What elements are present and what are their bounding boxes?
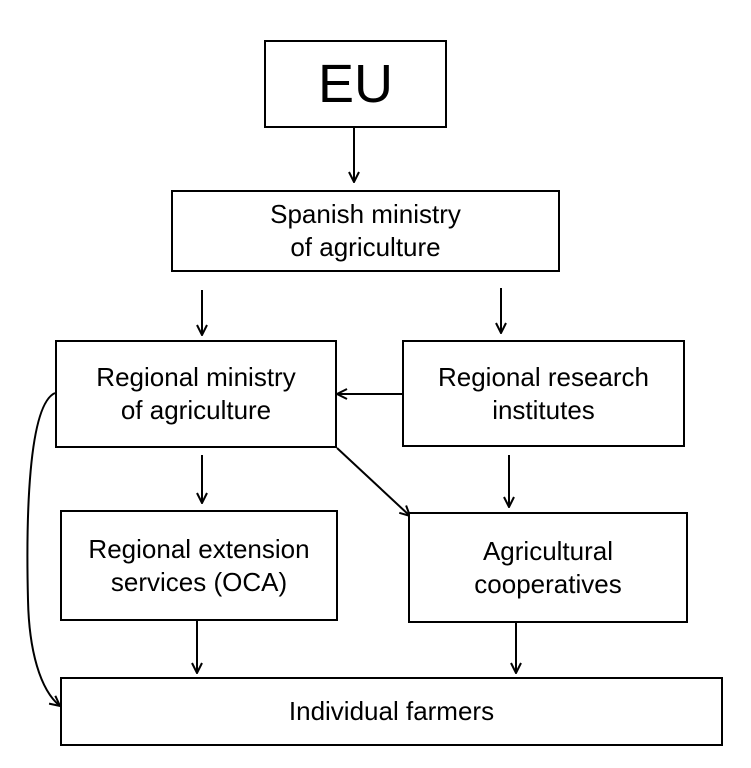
node-individual-farmers: Individual farmers — [60, 677, 723, 746]
node-regional-ministry-label: Regional ministry of agriculture — [96, 362, 296, 425]
arrow-regional-ministry-to-farmers — [26, 392, 60, 706]
node-spanish-ministry: Spanish ministry of agriculture — [171, 190, 560, 272]
node-cooperatives: Agricultural cooperatives — [408, 512, 688, 623]
node-regional-research-label: Regional research institutes — [437, 361, 649, 425]
node-regional-research: Regional research institutes — [402, 340, 685, 447]
node-individual-farmers-label: Individual farmers — [288, 696, 495, 726]
node-regional-extension-label: Regional extension services (OCA) — [88, 533, 310, 597]
node-cooperatives-label: Agricultural cooperatives — [474, 535, 622, 599]
arrow-regional-ministry-to-cooperatives — [336, 447, 410, 516]
node-regional-ministry: Regional ministry of agriculture — [55, 340, 337, 448]
node-spanish-ministry-label: Spanish ministry of agriculture — [270, 199, 461, 262]
node-regional-extension: Regional extension services (OCA) — [60, 510, 338, 621]
node-eu: EU — [264, 40, 447, 128]
node-eu-label: EU — [317, 54, 393, 114]
